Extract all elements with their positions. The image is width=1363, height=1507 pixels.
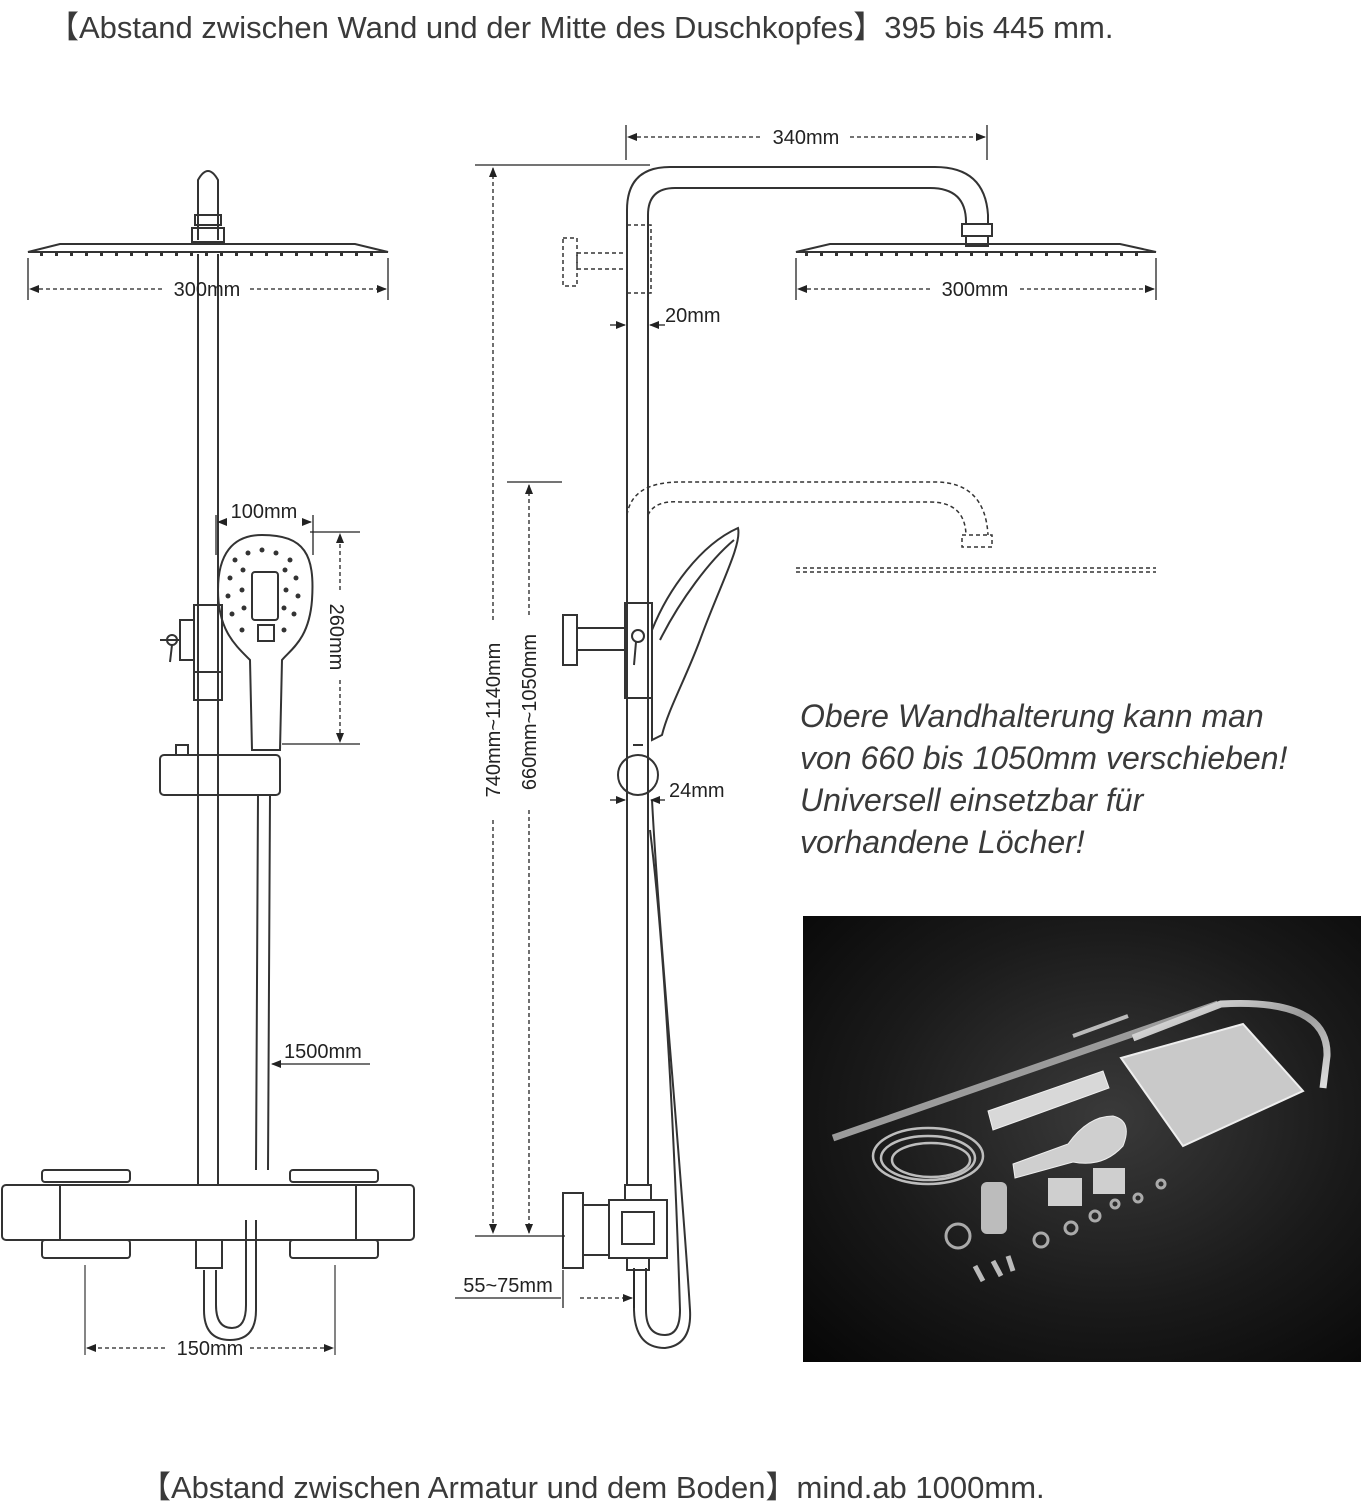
side-slider [617, 754, 659, 796]
note-line: vorhandene Löcher! [800, 824, 1085, 860]
front-hose [255, 794, 271, 1171]
front-hand-shower [216, 533, 314, 751]
side-arm-reach-label: 340mm [773, 127, 840, 149]
front-hand-height-label: 260mm [325, 604, 347, 671]
side-rail-diameter-label: 20mm [665, 305, 721, 327]
side-total-height-label: 740mm~1140mm [483, 643, 505, 798]
side-view [562, 166, 1157, 1350]
side-wall-offset-label: 55~75mm [463, 1275, 553, 1297]
side-slider-diameter-label: 24mm [669, 780, 725, 802]
front-spacing-label: 150mm [177, 1338, 244, 1360]
product-photo [803, 916, 1361, 1362]
front-hose-label: 1500mm [284, 1041, 362, 1063]
front-view [1, 170, 415, 1355]
photo-wall-plate [1048, 1178, 1082, 1206]
front-hand-width-label: 100mm [231, 501, 298, 523]
mounting-note: Obere Wandhalterung kann man von 660 bis… [800, 695, 1360, 863]
photo-hose [871, 1126, 985, 1186]
front-rain-head [27, 243, 389, 253]
photo-thermostat [987, 1070, 1110, 1131]
side-head-width-label: 300mm [942, 279, 1009, 301]
note-line: Universell einsetzbar für [800, 782, 1144, 818]
side-dimensions [455, 125, 1157, 1308]
photo-hand-shower [1012, 1115, 1127, 1179]
side-thermostat [562, 1192, 584, 1269]
side-bracket-range-label: 660mm~1050mm [519, 634, 541, 790]
note-line: von 660 bis 1050mm verschieben! [800, 740, 1288, 776]
photo-small-parts [944, 1178, 1167, 1250]
product-photo-illustration [831, 999, 1331, 1283]
front-head-width-label: 300mm [174, 279, 241, 301]
photo-rain-head [1119, 1022, 1305, 1148]
side-rain-head [795, 243, 1157, 253]
side-mid-bracket [562, 614, 578, 666]
side-hand-shower [651, 526, 740, 742]
photo-slider [981, 1182, 1007, 1234]
top-caption: 【Abstand zwischen Wand und der Mitte des… [48, 10, 1114, 45]
bottom-caption: 【Abstand zwischen Armatur und dem Boden】… [140, 1470, 1045, 1505]
front-thermostat [1, 1184, 415, 1241]
side-rail-outer [626, 166, 989, 1185]
side-rail-inner [647, 187, 967, 1185]
note-line: Obere Wandhalterung kann man [800, 698, 1264, 734]
front-dimensions [27, 258, 389, 1352]
front-rail-top [197, 170, 219, 240]
front-slider [159, 754, 281, 796]
